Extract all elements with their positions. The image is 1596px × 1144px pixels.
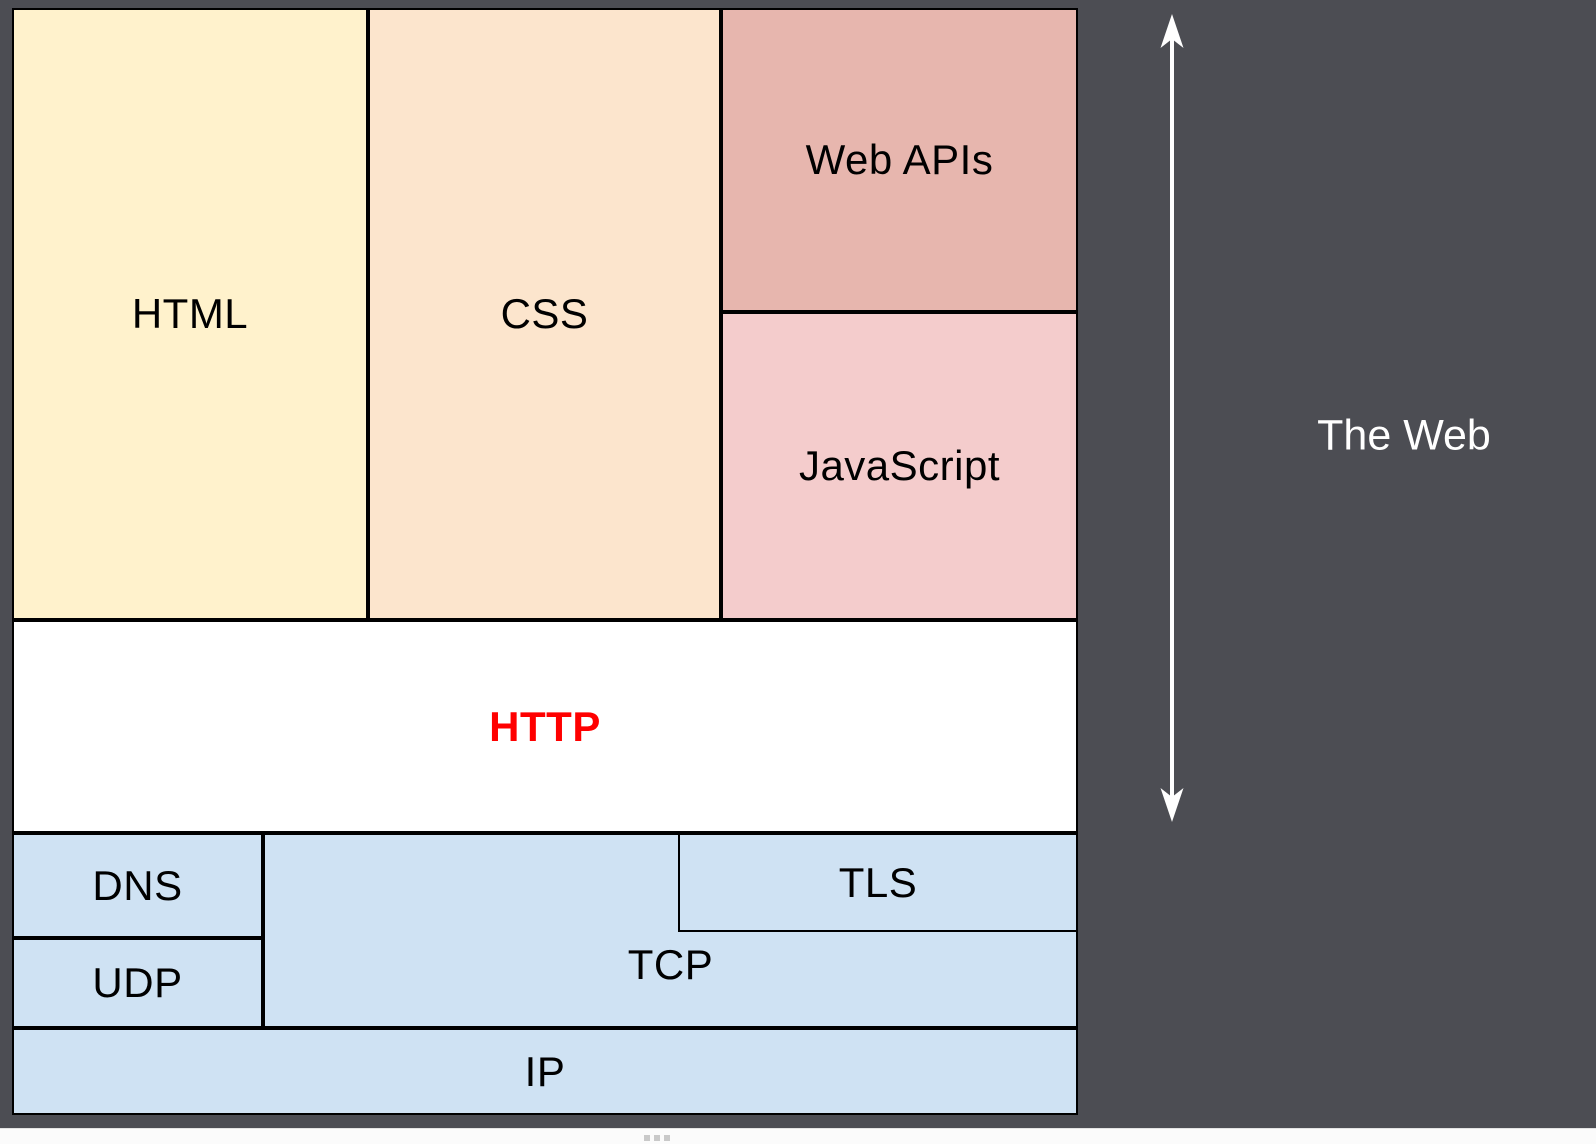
- box-web-apis[interactable]: Web APIs: [721, 8, 1078, 312]
- box-udp[interactable]: UDP: [12, 938, 263, 1028]
- box-javascript-label: JavaScript: [798, 442, 1001, 489]
- box-ip-label: IP: [524, 1047, 566, 1095]
- drag-handle-dots-icon[interactable]: [644, 1135, 670, 1141]
- box-tls-label: TLS: [838, 858, 918, 906]
- the-web-label: The Web: [1317, 411, 1491, 460]
- vertical-double-arrow-icon: [1160, 14, 1184, 822]
- box-html[interactable]: HTML: [12, 8, 368, 620]
- box-dns[interactable]: DNS: [12, 833, 263, 938]
- box-http[interactable]: HTTP: [12, 620, 1078, 833]
- box-css[interactable]: CSS: [368, 8, 721, 620]
- box-tcp-label: TCP: [627, 941, 714, 988]
- box-css-label: CSS: [500, 290, 589, 337]
- notes-divider[interactable]: [0, 1128, 1596, 1144]
- box-udp-label: UDP: [92, 959, 183, 1006]
- box-tls[interactable]: TLS: [678, 833, 1078, 932]
- box-html-label: HTML: [131, 290, 249, 337]
- box-web-apis-label: Web APIs: [805, 136, 994, 183]
- box-http-label: HTTP: [489, 702, 601, 750]
- box-ip[interactable]: IP: [12, 1028, 1078, 1115]
- box-dns-label: DNS: [92, 861, 183, 909]
- box-javascript[interactable]: JavaScript: [721, 312, 1078, 620]
